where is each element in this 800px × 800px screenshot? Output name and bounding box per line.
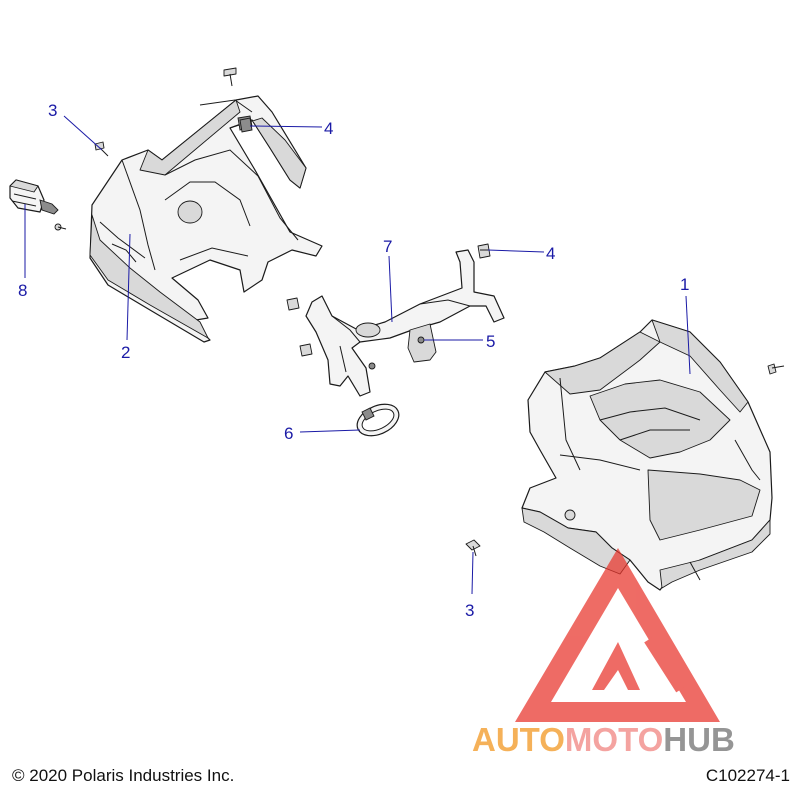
callout-3a: 3 [48, 101, 57, 120]
part-clip-b [477, 243, 491, 259]
reference-code: C102274-1 [705, 766, 790, 785]
part-screw-left [94, 141, 109, 157]
callout-6: 6 [284, 424, 293, 443]
callout-2: 2 [121, 343, 130, 362]
callouts: 1 2 3 3 4 4 5 6 7 8 [18, 101, 689, 620]
leader-2 [126, 233, 131, 341]
part-clip-c [286, 297, 300, 311]
part-socket [9, 179, 67, 231]
callout-8: 8 [18, 281, 27, 300]
callout-5: 5 [486, 332, 495, 351]
watermark-moto: MOTO [565, 721, 663, 758]
watermark-hub: HUB [663, 721, 735, 758]
watermark-mark-icon [592, 642, 640, 690]
watermark-triangle-icon [515, 548, 720, 722]
leader-7 [388, 255, 393, 323]
callout-7: 7 [383, 237, 392, 256]
leader-lines [24, 115, 691, 595]
leader-4b [487, 249, 545, 253]
copyright-text: © 2020 Polaris Industries Inc. [12, 766, 235, 785]
part-clip-a [239, 117, 253, 133]
leader-4a [249, 125, 323, 128]
callout-1: 1 [680, 275, 689, 294]
part-screw-right [767, 363, 785, 375]
leader-3a [63, 115, 103, 151]
watermark-auto: AUTO [472, 721, 565, 758]
leader-3b [471, 551, 474, 595]
watermark-text: AUTOMOTOHUB [472, 721, 735, 758]
callout-4b: 4 [546, 244, 555, 263]
part-clip-d [299, 343, 313, 357]
leader-6 [299, 429, 361, 433]
svg-text:AUTOMOTOHUB: AUTOMOTOHUB [472, 721, 735, 758]
leader-1 [685, 295, 691, 375]
watermark-logo [515, 548, 720, 722]
part-clamp [356, 403, 400, 437]
part-screw-bottom [465, 539, 481, 557]
callout-4a: 4 [324, 119, 333, 138]
part-bracket [305, 249, 505, 397]
part-front-cowl [89, 95, 323, 343]
part-headlight-housing [521, 319, 773, 591]
callout-3b: 3 [465, 601, 474, 620]
part-screw-top [223, 67, 237, 87]
